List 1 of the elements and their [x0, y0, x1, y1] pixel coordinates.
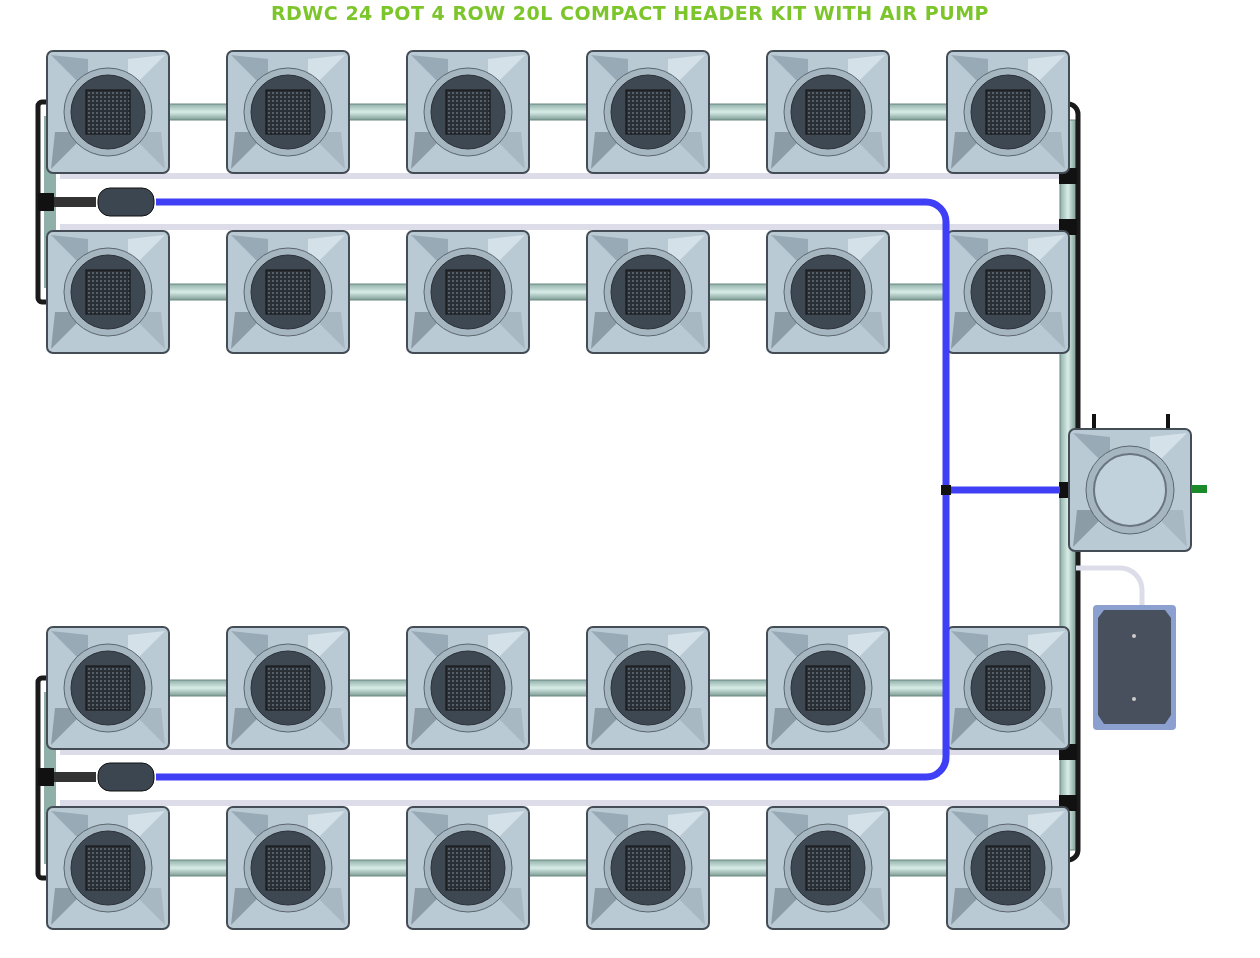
title: RDWC 24 POT 4 ROW 20L COMPACT HEADER KIT WITH AIR PUMP	[269, 1, 990, 26]
